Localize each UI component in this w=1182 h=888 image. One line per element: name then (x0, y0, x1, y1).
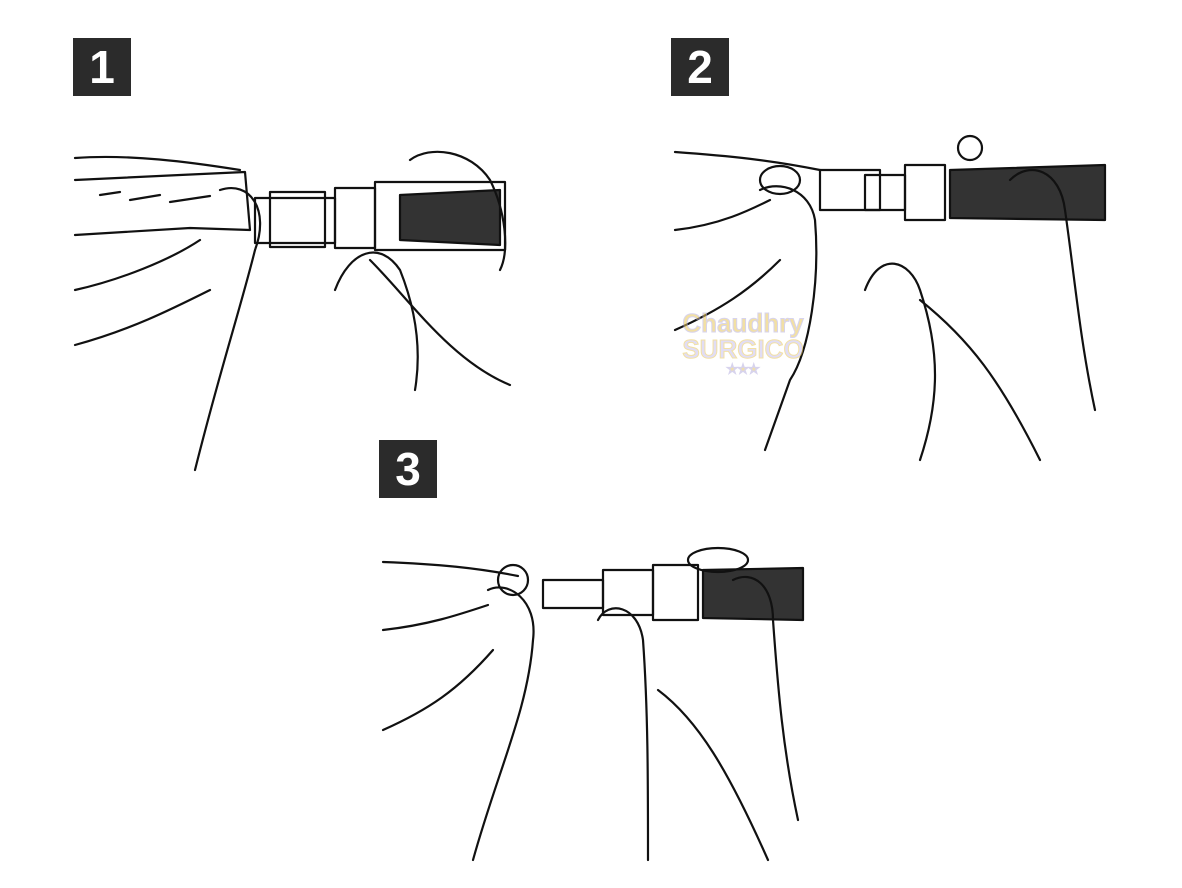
step-2-badge: 2 (671, 38, 729, 96)
step-1-badge: 1 (73, 38, 131, 96)
step-3-badge: 3 (379, 440, 437, 498)
step-2-illustration (673, 134, 1107, 462)
step-3-illustration (381, 546, 805, 862)
step-1-illustration (73, 150, 512, 472)
